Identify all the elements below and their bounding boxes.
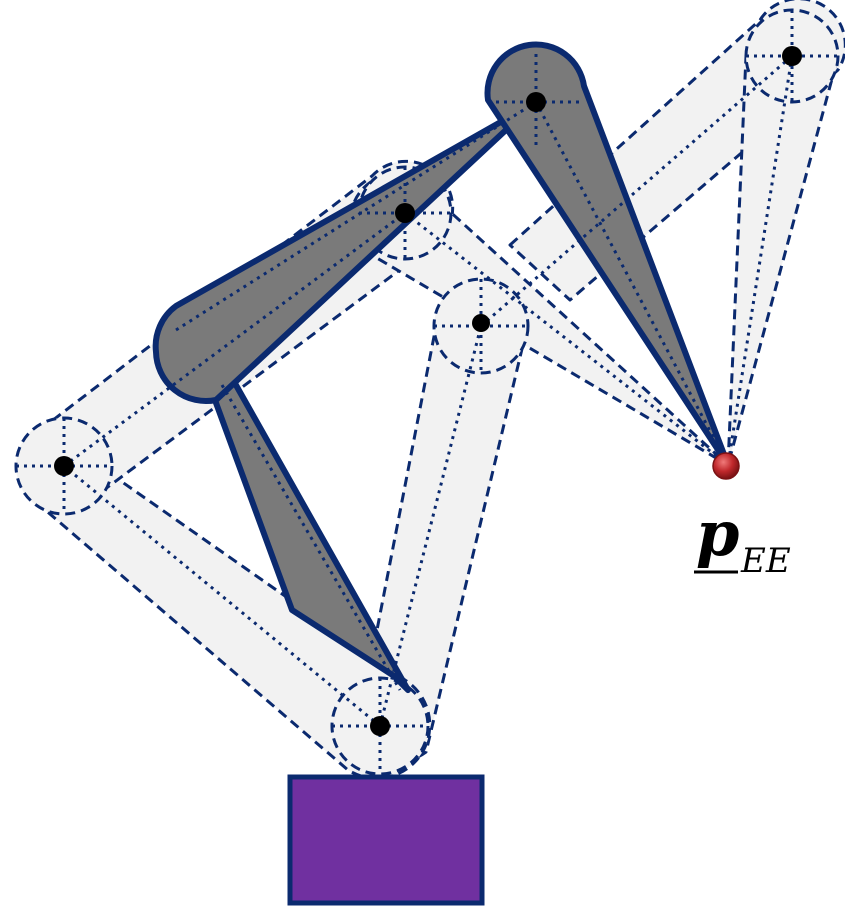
ghost-links bbox=[14, 0, 845, 780]
end-effector-point bbox=[712, 452, 740, 480]
joint-top bbox=[526, 92, 546, 112]
joint-upper bbox=[395, 203, 415, 223]
end-effector-label-main: p bbox=[696, 497, 739, 570]
robot-base bbox=[287, 774, 485, 906]
joint-topright bbox=[782, 46, 802, 66]
end-effector-label-subscript: EE bbox=[740, 541, 791, 581]
joints bbox=[54, 46, 802, 736]
joint-mid bbox=[472, 314, 490, 332]
end-effector-label: p EE bbox=[694, 497, 791, 581]
nominal-link-forearm bbox=[484, 41, 731, 468]
joint-base bbox=[370, 716, 390, 736]
joint-left bbox=[54, 456, 74, 476]
ghost-link-base-to-mid bbox=[354, 282, 528, 763]
